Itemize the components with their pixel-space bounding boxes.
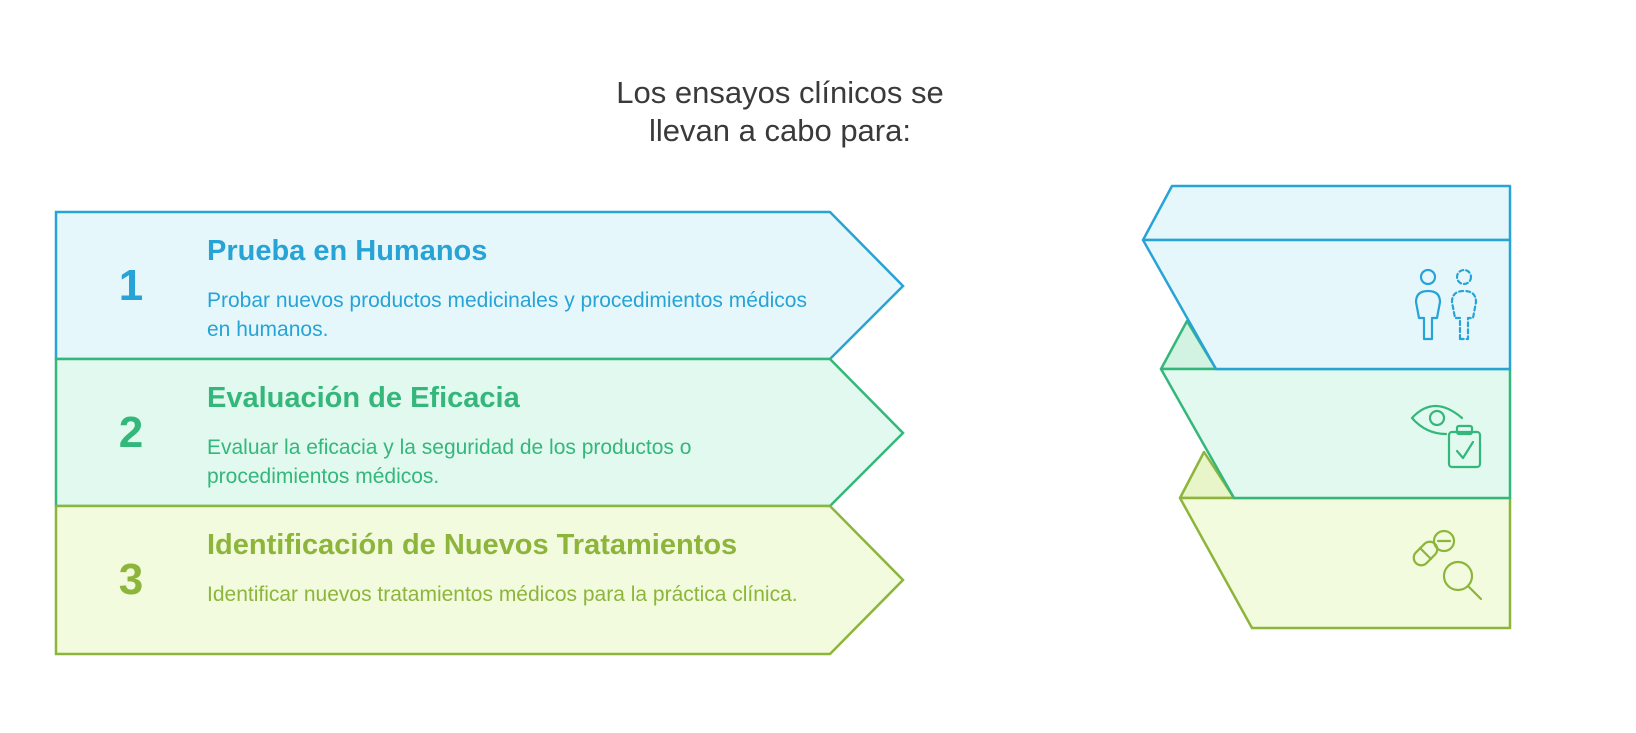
step-heading: Prueba en Humanos — [207, 235, 488, 267]
layer-1-top — [1141, 184, 1512, 242]
step-heading: Evaluación de Eficacia — [207, 382, 520, 414]
diagram-title: Los ensayos clínicos se llevan a cabo pa… — [0, 74, 1560, 150]
step-1-arrow — [54, 210, 905, 361]
step-description: Identificar nuevos tratamientos médicos … — [207, 583, 798, 606]
step-description: Evaluar la eficacia y la seguridad de lo… — [207, 436, 692, 488]
layer-1-panel — [1141, 238, 1512, 371]
step-description: Probar nuevos productos medicinales y pr… — [207, 289, 807, 341]
person-test-icon — [1414, 268, 1478, 341]
step-number: 2 — [118, 408, 144, 457]
step-heading: Identificación de Nuevos Tratamientos — [207, 529, 738, 561]
step-3: 3 Identificación de Nuevos Tratamientos … — [56, 506, 836, 652]
pill-search-icon — [1412, 529, 1483, 601]
eye-clipboard-icon — [1410, 404, 1482, 469]
step-number: 1 — [118, 261, 144, 310]
step-1: 1 Prueba en Humanos Probar nuevos produc… — [56, 212, 836, 358]
step-2-arrow — [54, 357, 905, 508]
title-line: Los ensayos clínicos se llevan a cabo pa… — [616, 75, 944, 148]
step-number: 3 — [118, 555, 144, 604]
step-3-arrow — [54, 504, 905, 656]
step-2: 2 Evaluación de Eficacia Evaluar la efic… — [56, 359, 836, 505]
